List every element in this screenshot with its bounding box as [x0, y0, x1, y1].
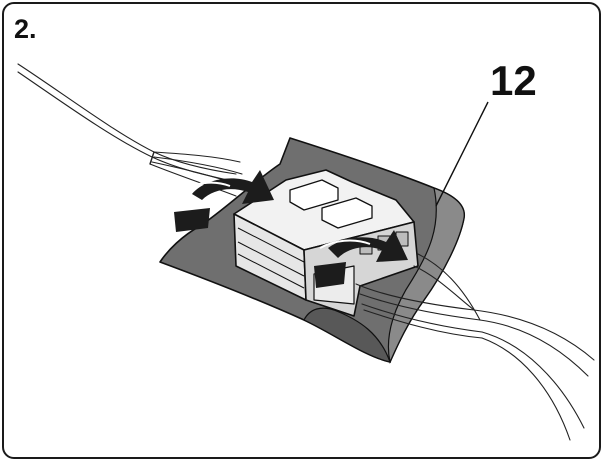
connector-wrap-illustration: [17, 63, 595, 441]
right-wire-bundle: [355, 253, 595, 441]
left-wire-bundle: [17, 63, 243, 197]
step-number: 2.: [14, 14, 37, 44]
callout-leader-line: [435, 101, 489, 207]
callout-label-12: 12: [490, 57, 537, 104]
wrap-arrow-left: [174, 170, 274, 232]
wrap-arrow-right: [314, 230, 408, 288]
instruction-panel: 2. 12: [2, 2, 601, 459]
